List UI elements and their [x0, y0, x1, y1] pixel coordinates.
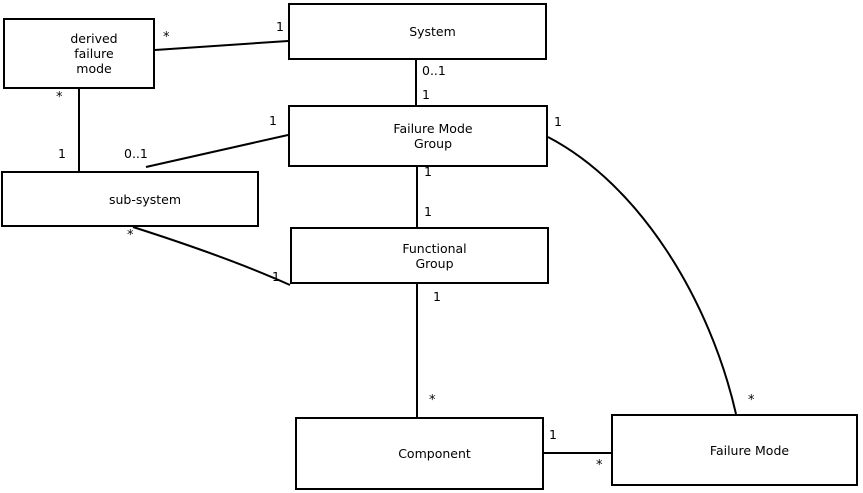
multiplicity-system-to-dfm: 1 — [276, 19, 284, 34]
association-line-derived-failure-mode-to-system — [154, 40, 289, 51]
multiplicity-fg-to-component: 1 — [433, 289, 441, 304]
association-line-sub-system-to-failure-mode-group — [145, 134, 289, 168]
class-box-system[interactable]: System — [288, 3, 547, 60]
multiplicity-fmg-to-fm: 1 — [554, 114, 562, 129]
class-label-functional-group: Functional Group — [402, 240, 467, 271]
association-curve-failure-mode-group-to-failure-mode — [547, 136, 737, 415]
class-label-failure-mode: Failure Mode — [709, 442, 790, 458]
association-curve-sub-system-to-functional-group — [132, 226, 291, 286]
multiplicity-subsystem-to-fg: * — [127, 228, 134, 243]
multiplicity-fmg-to-fg: 1 — [424, 164, 432, 179]
class-label-component: Component — [398, 446, 471, 461]
class-label-system: System — [409, 24, 456, 39]
multiplicity-fm-to-component: * — [596, 458, 603, 473]
multiplicity-fmg-to-subsystem: 1 — [269, 113, 277, 128]
multiplicity-component-to-fg: * — [429, 393, 436, 408]
class-label-derived-failure-mode: derived failure mode — [70, 31, 118, 76]
class-box-component[interactable]: Component — [295, 417, 544, 490]
class-box-functional-group[interactable]: Functional Group — [290, 227, 549, 284]
multiplicity-fg-to-fmg: 1 — [424, 204, 432, 219]
class-box-failure-mode[interactable]: Failure Mode — [611, 414, 858, 486]
class-box-failure-mode-group[interactable]: Failure Mode Group — [288, 105, 548, 167]
multiplicity-dfm-to-subsystem: * — [56, 90, 63, 105]
multiplicity-fm-to-fmg: * — [748, 393, 755, 408]
multiplicity-system-to-fmg: 0..1 — [422, 63, 446, 78]
multiplicity-component-to-fm: 1 — [549, 427, 557, 442]
multiplicity-dfm-to-system: * — [163, 30, 170, 45]
multiplicity-fmg-to-system: 1 — [422, 87, 430, 102]
class-label-failure-mode-group: Failure Mode Group — [393, 121, 473, 151]
multiplicity-fg-to-subsystem: 1 — [272, 269, 280, 284]
class-label-sub-system: sub-system — [108, 191, 182, 207]
multiplicity-subsystem-to-dfm: 1 — [58, 146, 66, 161]
multiplicity-subsystem-to-fmg: 0..1 — [124, 146, 148, 161]
class-box-derived-failure-mode[interactable]: derived failure mode — [3, 18, 155, 89]
class-box-sub-system[interactable]: sub-system — [1, 171, 259, 227]
